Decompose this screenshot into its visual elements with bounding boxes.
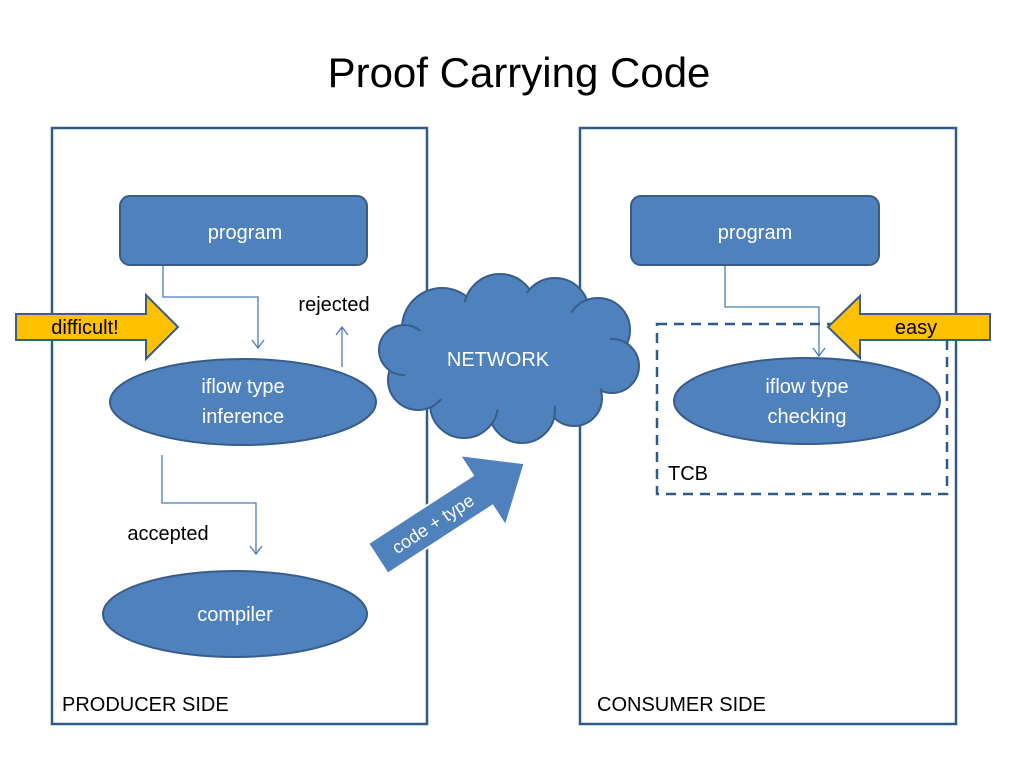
checking-label-line1: iflow type <box>765 376 848 398</box>
compiler-ellipse <box>102 570 368 658</box>
inference-label-line2: inference <box>202 406 284 428</box>
tcb-box <box>655 322 949 496</box>
difficult-label: difficult! <box>51 317 118 339</box>
producer-frame <box>50 126 429 726</box>
connector-program-to-checking <box>724 265 820 355</box>
network-label: NETWORK <box>447 349 550 371</box>
producer-program-box <box>119 195 368 266</box>
network-cloud-fill <box>400 292 620 410</box>
compiler-label: compiler <box>197 604 273 626</box>
producer-side-label: PRODUCER SIDE <box>62 694 229 716</box>
checking-label-line2: checking <box>768 406 847 428</box>
tcb-label: TCB <box>668 463 708 485</box>
producer-program-label: program <box>208 222 282 244</box>
connector-program-to-inference <box>162 265 259 347</box>
consumer-program-label: program <box>718 222 792 244</box>
easy-arrow <box>826 293 991 361</box>
consumer-side-label: CONSUMER SIDE <box>597 694 766 716</box>
checking-ellipse <box>673 357 941 445</box>
inference-ellipse <box>109 358 377 446</box>
page-title: Proof Carrying Code <box>328 49 711 96</box>
difficult-arrow <box>15 292 180 362</box>
rejected-label: rejected <box>298 294 369 316</box>
arrowhead <box>251 339 265 350</box>
easy-label: easy <box>895 317 937 339</box>
consumer-program-box <box>630 195 880 266</box>
arrowhead <box>335 325 349 336</box>
code-type-arrow: code + type <box>366 454 526 576</box>
arrowhead <box>249 545 263 556</box>
accepted-label: accepted <box>127 523 208 545</box>
arrowhead <box>812 347 826 358</box>
inference-label-line1: iflow type <box>201 376 284 398</box>
connector-inference-to-compiler <box>161 455 257 553</box>
